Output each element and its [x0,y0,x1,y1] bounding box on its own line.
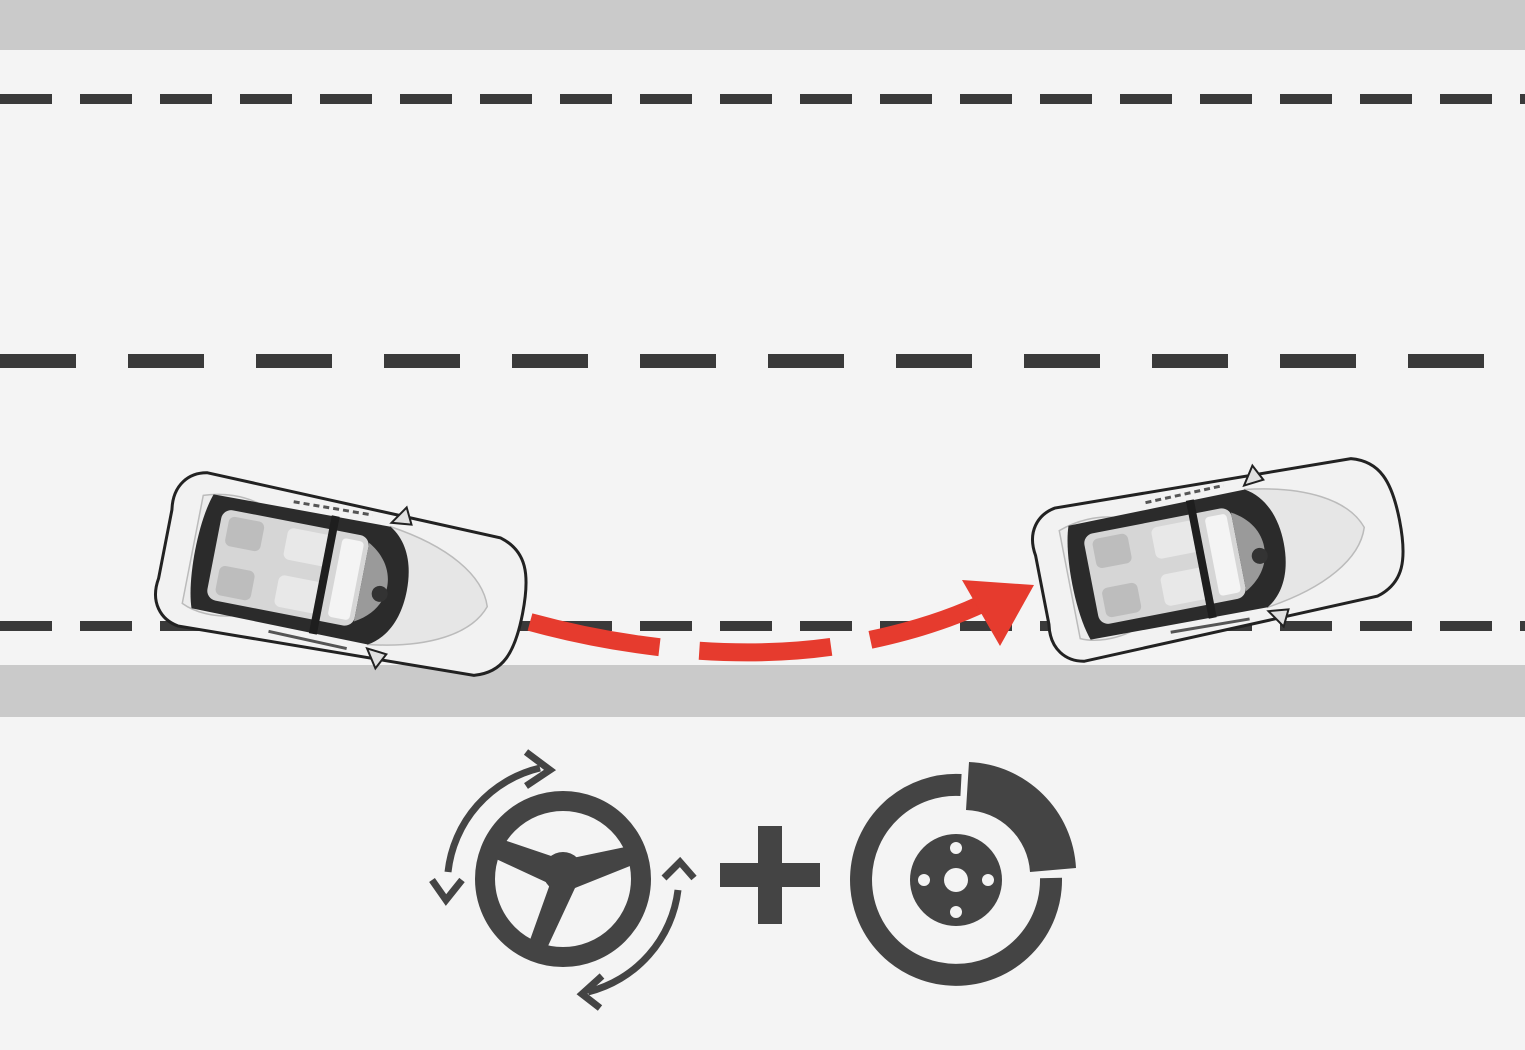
bottom-curb [0,665,1525,717]
car-after [1024,438,1417,673]
corrected-path [527,591,995,662]
plus-icon [720,826,820,924]
car-before [147,461,540,696]
brake-disc-icon [850,762,1076,986]
path-arrowhead [962,580,1034,646]
top-curb [0,0,1525,50]
steering-wheel-icon [429,749,697,1011]
